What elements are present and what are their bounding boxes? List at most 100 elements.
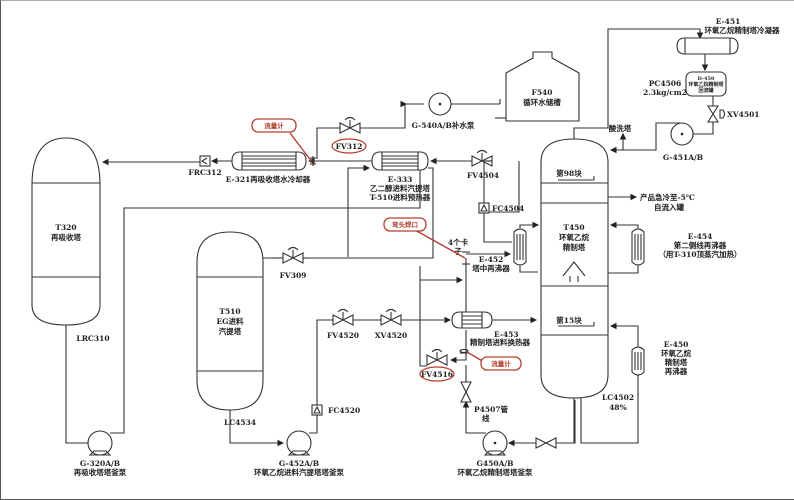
fv312-highlight [331,138,367,154]
exchanger-e452[interactable] [513,228,527,266]
exchanger-e451[interactable] [676,37,739,55]
e450-tag: E-450 [664,340,689,349]
t510-name1: EG进料 [216,316,244,326]
fc4520-box[interactable] [311,404,323,416]
t510-tag: T510 [219,307,240,316]
p4507-label-2: 线 [482,413,490,423]
exchanger-e453[interactable] [451,311,493,329]
lc4534-label: LC4534 [224,418,256,427]
valve-xv4520[interactable] [380,308,402,326]
clamp-label-1: 4个卡 [448,237,469,247]
exchanger-e450[interactable] [631,346,645,376]
flowmeter-4516[interactable] [459,348,469,354]
valve-fv4504[interactable] [471,149,493,167]
flowmeter-callout-top [251,118,297,133]
g450-name: 环氧乙烷精制塔塔釜泵 [458,467,533,477]
fc4504-box[interactable] [478,202,490,214]
exchanger-e321[interactable] [231,151,307,171]
e452-tag: E-452 [479,255,504,264]
e333-name1: 乙二醇进料汽提塔 [370,183,430,193]
lc4502-value: 48% [609,403,627,412]
t450-tray-bottom: 第15块 [556,315,582,325]
e451-tag: E-451 [716,17,741,26]
e450-name2: 精制塔 [665,357,688,367]
e452-name: 塔中再沸器 [472,263,510,273]
d450-tag: D-450 [698,76,715,82]
valve-xv4501[interactable] [707,105,726,123]
pump-g450[interactable] [482,430,508,456]
t450-name1: 环氧乙烷 [559,232,589,242]
g451-tag: G-451A/B [663,153,703,162]
product-label-2: 自流入罐 [654,202,684,212]
product-label-1: 产品急冷至-5℃ [640,192,695,202]
fc4520-label: FC4520 [328,406,360,415]
e450-name1: 环氧乙烷 [661,348,691,358]
t510-name2: 汽提塔 [219,326,242,336]
p4507-label-1: P4507管 [474,404,509,414]
lc4502-label: LC4502 [602,393,634,402]
e451-name: 环氧乙烷精制塔冷凝器 [705,25,780,35]
d450-name2: 回流罐 [698,87,713,94]
t320-tag: T320 [55,223,76,232]
lrc310-label: LRC310 [76,334,109,343]
pc4506-value: 2.3kg/cm2 [643,88,687,97]
e333-name2: T-510进料预热器 [370,192,431,202]
frc312-element[interactable] [199,155,211,167]
e321-label: E-321再吸收塔水冷却器 [226,174,311,184]
pump-g451[interactable] [670,122,694,146]
valve-fv312[interactable] [339,116,361,134]
e454-name2: （用T-310顶蒸汽加热） [658,249,741,259]
valve-fv309[interactable] [282,246,304,264]
d450-name1: 环氧乙烷精制塔 [688,81,724,88]
e333-tag: E-333 [388,175,413,184]
fv312-label: FV312 [336,142,363,151]
pc4506-label: PC4506 [649,79,681,88]
f540-tag: F540 [532,88,553,97]
clamp-label-2: 子 [454,247,462,256]
pump-g452[interactable] [286,430,312,456]
exchanger-e333[interactable] [371,151,429,171]
flowmeter-312[interactable] [310,156,316,166]
valve-fv4520[interactable] [332,308,354,326]
column-t450[interactable] [540,138,609,399]
g452-name: 环氧乙烷进料汽提塔塔釜泵 [254,467,344,477]
pump-g320[interactable] [87,430,113,456]
g450-tag: G450A/B [477,459,514,468]
g452-tag: G-452A/B [279,459,319,468]
valve-p4507[interactable] [460,381,472,403]
xv4501-label: XV4501 [727,110,760,119]
g320-name: 再吸收塔塔釜泵 [74,467,127,477]
drum-d450[interactable] [685,71,727,97]
e454-name1: 第二侧线再沸器 [674,240,727,250]
valve-g450-discharge[interactable] [535,437,557,449]
elbow-weld-callout [383,217,427,232]
fv4520-label: FV4520 [327,331,359,340]
flowmeter-callout-top-text: 流量计 [264,121,284,130]
xv4520-label: XV4520 [375,331,408,340]
fv4516-highlight [419,366,455,382]
elbow-weld-callout-text: 弯头焊口 [392,220,418,229]
e450-name3: 再沸器 [665,366,688,376]
fc4504-label: FC4504 [492,204,524,213]
valve-fv4516[interactable] [426,348,448,366]
column-t510[interactable] [196,231,264,411]
e454-tag: E-454 [688,232,713,241]
g320-tag: G-320A/B [80,459,120,468]
f540-name: 循环水储槽 [523,97,561,107]
tank-f540[interactable] [505,51,580,122]
clamp-fitting[interactable] [462,251,470,265]
exchanger-e454[interactable] [631,228,645,266]
flowmeter-callout-bottom [480,356,522,371]
fv4504-label: FV4504 [467,171,499,180]
fv4516-label: FV4516 [421,370,453,379]
e453-name: 精制塔进料换热器 [470,337,530,347]
flowmeter-callout-bottom-text: 流量计 [491,359,511,368]
frc312-label: FRC312 [188,168,221,177]
g540-tag: G-540A/B补水泵 [412,120,475,130]
fv309-label: FV309 [280,271,307,280]
e453-tag: E-453 [494,330,519,339]
pump-g540[interactable] [428,92,452,116]
column-t320[interactable] [31,137,101,326]
t450-name2: 精制塔 [563,242,586,252]
